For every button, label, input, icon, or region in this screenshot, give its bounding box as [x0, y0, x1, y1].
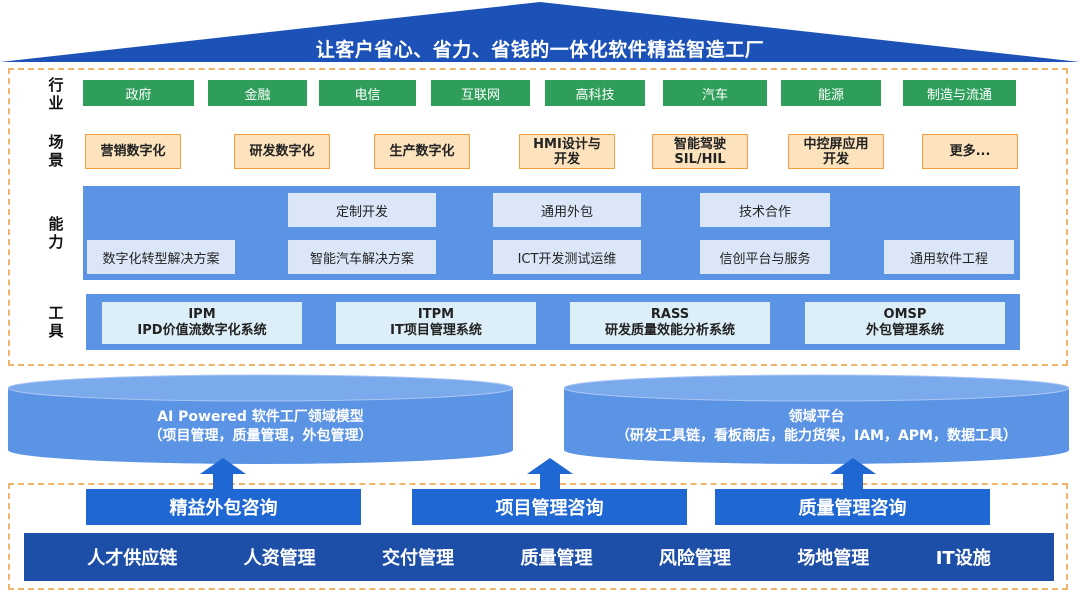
- arrow-up-icon: [527, 458, 573, 490]
- industry-telecom: 电信: [319, 80, 416, 106]
- tool-code: RASS: [650, 307, 690, 322]
- tool-ipm: IPM IPD价值流数字化系统: [102, 302, 302, 344]
- platform-subtitle: （项目管理，质量管理，外包管理）: [148, 428, 373, 444]
- tool-code: IPM: [188, 307, 216, 322]
- row-label-industry: 行业: [48, 76, 64, 112]
- scene-label-line2: 开发: [553, 151, 580, 167]
- industry-auto: 汽车: [663, 80, 767, 106]
- tool-name: IPD价值流数字化系统: [137, 323, 267, 338]
- scene-label-line2: SIL/HIL: [674, 151, 726, 167]
- row-label-scene: 场景: [48, 133, 64, 169]
- scene-label: 生产数字化: [389, 144, 455, 159]
- cylinder-right: [564, 374, 1069, 464]
- base-talent-supply: 人才供应链: [87, 548, 178, 569]
- arrow-up-icon: [830, 458, 876, 490]
- scene-adas: 智能驾驶 SIL/HIL: [652, 134, 748, 169]
- platform-domain: 领域平台 （研发工具链，看板商店，能力货架，IAM，APM，数据工具）: [564, 402, 1069, 452]
- scene-label: 营销数字化: [100, 144, 166, 159]
- capability-frame: [8, 68, 1068, 366]
- scene-label-line2: 开发: [822, 151, 849, 167]
- base-site: 场地管理: [797, 548, 870, 569]
- scene-hmi: HMI设计与 开发: [519, 134, 615, 169]
- industry-hightech: 高科技: [545, 80, 645, 106]
- industry-internet: 互联网: [431, 80, 530, 106]
- cylinder-left: [8, 374, 513, 464]
- row-label-tool: 工具: [48, 304, 64, 340]
- page-title: 让客户省心、省力、省钱的一体化软件精益智造工厂: [315, 38, 765, 61]
- tool-code: ITPM: [417, 307, 455, 322]
- tool-name: IT项目管理系统: [390, 323, 482, 338]
- base-it-facility: IT设施: [935, 548, 991, 569]
- arrow-up-icon: [200, 458, 246, 490]
- tool-itpm: ITPM IT项目管理系统: [336, 302, 536, 344]
- consulting-lean-outsourcing: 精益外包咨询: [86, 489, 361, 525]
- tool-rass: RASS 研发质量效能分析系统: [570, 302, 770, 344]
- consulting-project-management: 项目管理咨询: [412, 489, 687, 525]
- industry-gov: 政府: [83, 80, 194, 106]
- scene-label: 智能驾驶: [673, 136, 726, 152]
- scene-marketing: 营销数字化: [85, 134, 181, 169]
- foundation-bar: 人才供应链 人资管理 交付管理 质量管理 风险管理 场地管理 IT设施: [24, 533, 1054, 581]
- scene-rnd: 研发数字化: [234, 134, 330, 169]
- industry-energy: 能源: [781, 80, 881, 106]
- ability-xinchuang: 信创平台与服务: [700, 240, 830, 274]
- industry-manufacturing: 制造与流通: [903, 80, 1016, 106]
- base-hr: 人资管理: [243, 548, 316, 569]
- ability-software-engineering: 通用软件工程: [884, 240, 1014, 274]
- ability-general-outsourcing: 通用外包: [493, 193, 641, 227]
- ability-custom-dev: 定制开发: [288, 193, 436, 227]
- tool-code: OMSP: [883, 307, 927, 322]
- platform-subtitle: （研发工具链，看板商店，能力货架，IAM，APM，数据工具）: [615, 428, 1017, 444]
- base-quality: 质量管理: [520, 548, 593, 569]
- scene-cockpit: 中控屏应用 开发: [788, 134, 884, 169]
- base-delivery: 交付管理: [382, 548, 455, 569]
- foundation-frame: [8, 483, 1068, 590]
- ability-ict-devops: ICT开发测试运维: [493, 240, 641, 274]
- ability-smart-auto: 智能汽车解决方案: [288, 240, 436, 274]
- base-risk: 风险管理: [658, 548, 731, 569]
- scene-label: HMI设计与: [533, 136, 601, 152]
- scene-label: 中控屏应用: [803, 136, 869, 152]
- row-label-ability: 能力: [48, 215, 64, 251]
- platform-title: 领域平台: [788, 409, 845, 425]
- scene-label: 更多...: [949, 144, 991, 159]
- tool-name: 外包管理系统: [865, 323, 944, 338]
- tool-omsp: OMSP 外包管理系统: [805, 302, 1005, 344]
- ability-digital-transformation: 数字化转型解决方案: [87, 240, 235, 274]
- ability-tech-cooperation: 技术合作: [700, 193, 830, 227]
- platform-title: AI Powered 软件工厂领域模型: [157, 409, 364, 425]
- scene-production: 生产数字化: [374, 134, 470, 169]
- roof-shape: [0, 2, 1080, 62]
- scene-more: 更多...: [922, 134, 1018, 169]
- platform-domain-model: AI Powered 软件工厂领域模型 （项目管理，质量管理，外包管理）: [8, 402, 513, 452]
- consulting-quality-management: 质量管理咨询: [715, 489, 990, 525]
- scene-label: 研发数字化: [249, 144, 315, 159]
- industry-finance: 金融: [208, 80, 307, 106]
- tool-name: 研发质量效能分析系统: [604, 323, 735, 338]
